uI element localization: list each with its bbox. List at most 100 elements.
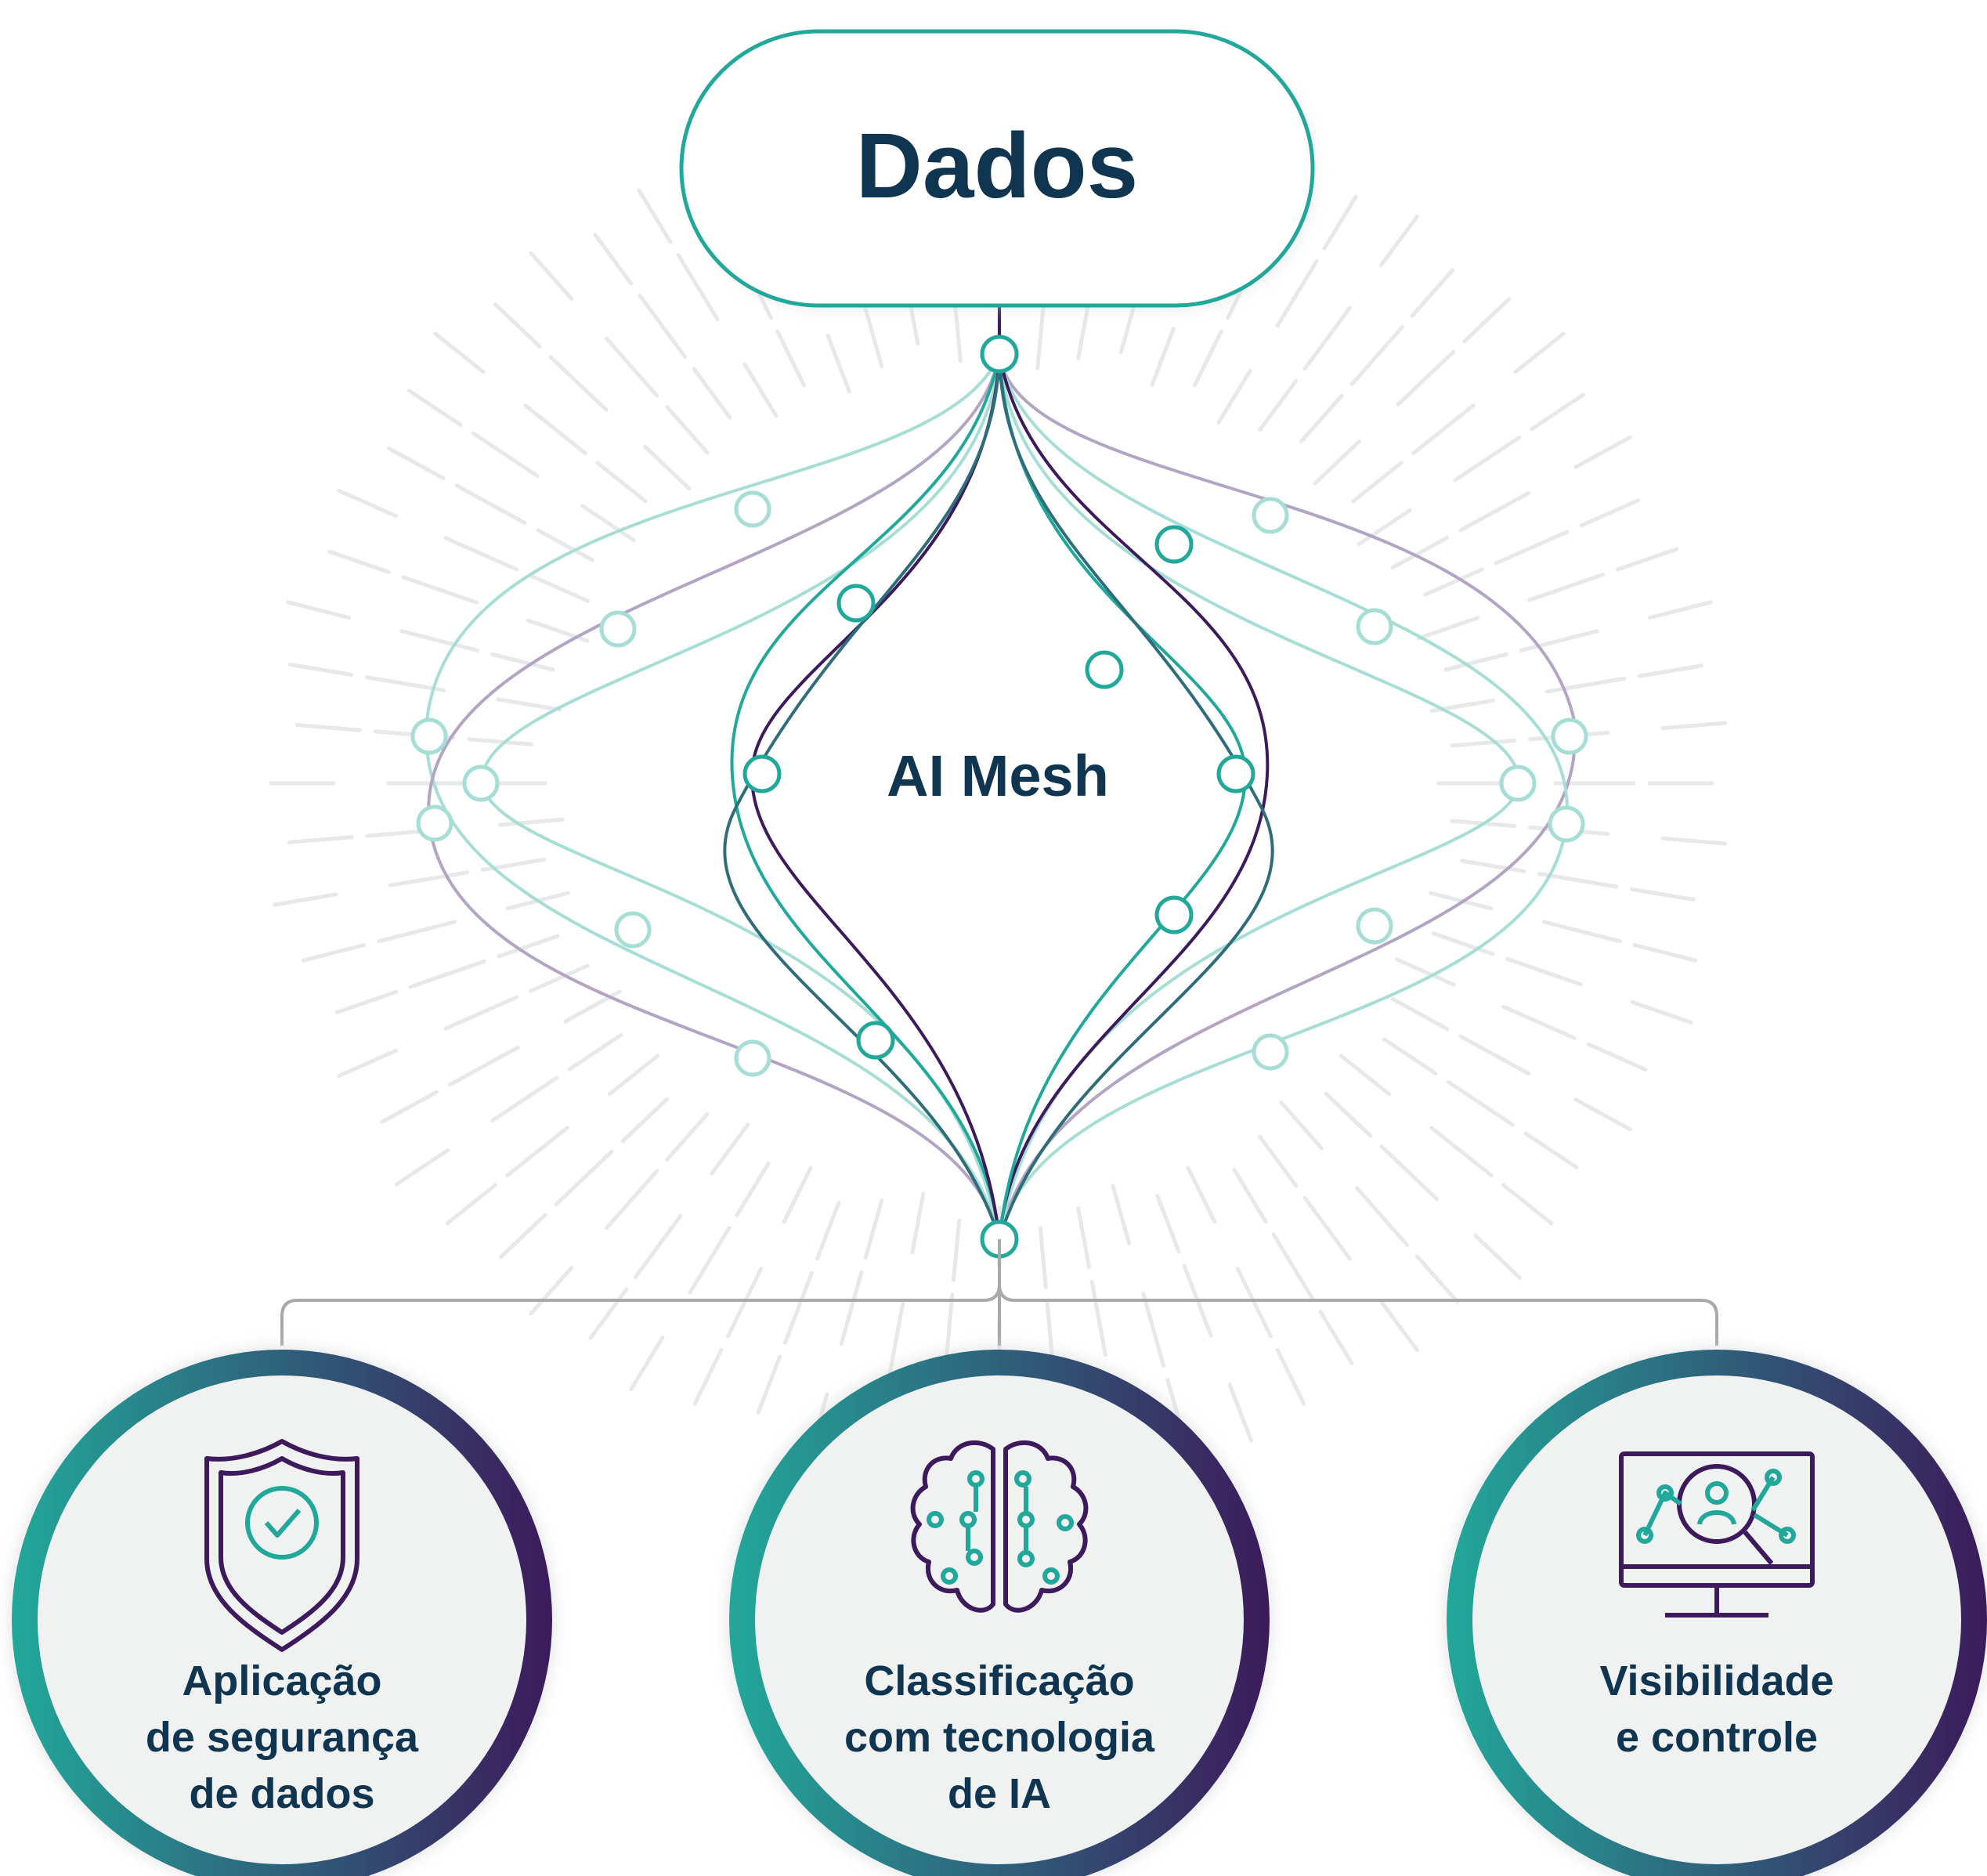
background-ray	[620, 1097, 670, 1144]
background-ray	[496, 697, 562, 712]
background-ray	[1322, 194, 1358, 251]
background-ray	[1411, 403, 1476, 456]
mesh-strand	[730, 353, 1001, 1240]
background-ray	[826, 334, 851, 394]
background-ray	[1429, 891, 1494, 911]
background-ray	[782, 1166, 813, 1224]
background-ray	[1494, 530, 1570, 566]
background-ray	[529, 573, 590, 603]
background-ray	[1453, 436, 1521, 483]
background-ray	[1038, 1226, 1048, 1289]
connector-left	[280, 1284, 1001, 1346]
background-ray	[523, 403, 587, 456]
card-label-line: e controle	[1616, 1714, 1818, 1761]
background-ray	[1390, 997, 1450, 1031]
background-ray	[337, 489, 399, 519]
background-ray	[756, 1354, 782, 1415]
background-ray	[454, 483, 527, 525]
background-ray	[443, 536, 519, 572]
dados-pill	[679, 29, 1315, 308]
mesh-node	[1252, 1033, 1289, 1071]
background-ray	[910, 1191, 926, 1255]
background-ray	[1089, 1279, 1107, 1357]
background-ray	[1279, 1101, 1324, 1151]
background-ray	[1357, 508, 1412, 547]
background-ray	[782, 1271, 815, 1345]
background-ray	[529, 963, 590, 993]
mesh-node	[1551, 718, 1588, 755]
background-ray	[887, 1301, 905, 1379]
background-ray	[287, 662, 354, 677]
background-ray	[401, 575, 479, 605]
background-ray	[710, 1122, 750, 1176]
mesh-node	[1154, 525, 1194, 564]
background-ray	[337, 1048, 399, 1078]
background-ray	[605, 1169, 659, 1231]
background-ray	[529, 1266, 574, 1316]
background-ray	[742, 362, 779, 418]
background-ray	[735, 1161, 771, 1217]
background-ray	[1216, 369, 1252, 425]
card-security: Aplicação de segurança de dados	[9, 1347, 555, 1876]
mesh-node	[1216, 754, 1255, 793]
background-ray	[1542, 920, 1622, 944]
background-ray	[505, 1126, 569, 1178]
background-ray	[490, 652, 555, 672]
background-ray	[1530, 392, 1585, 432]
shield-check-icon	[204, 1439, 359, 1652]
mesh-strand	[998, 353, 1274, 1240]
background-ray	[406, 389, 463, 427]
background-ray	[692, 367, 732, 420]
background-ray	[377, 920, 457, 944]
background-ray	[1258, 378, 1299, 432]
background-ray	[1446, 1079, 1515, 1127]
mesh-node	[599, 610, 637, 648]
background-ray	[1410, 268, 1454, 318]
mesh-node	[1154, 895, 1194, 934]
background-ray	[493, 302, 542, 349]
background-ray	[688, 1226, 732, 1295]
card-visibility: Visibilidade e controle	[1444, 1347, 1987, 1876]
background-ray	[1379, 1299, 1419, 1353]
background-ray	[1637, 663, 1703, 678]
background-ray	[448, 1045, 520, 1087]
background-ray	[1513, 331, 1566, 374]
background-ray	[1462, 297, 1511, 344]
dados-node: Dados	[679, 29, 1315, 309]
background-ray	[1076, 298, 1092, 360]
background-ray	[593, 233, 634, 286]
background-ray	[952, 1218, 962, 1282]
background-ray	[1473, 1234, 1523, 1280]
mesh-node	[1356, 608, 1393, 645]
background-ray	[380, 1090, 439, 1124]
background-ray	[629, 1336, 665, 1391]
background-ray	[1379, 1144, 1440, 1202]
background-ray	[676, 252, 720, 322]
background-ray	[1076, 1206, 1092, 1269]
background-ray	[287, 835, 354, 844]
mesh-node	[836, 584, 876, 623]
background-ray	[1351, 461, 1404, 504]
background-ray	[467, 737, 533, 746]
background-ray	[1379, 214, 1419, 267]
mesh-node	[614, 911, 652, 949]
background-ray	[775, 329, 807, 388]
background-ray	[387, 446, 446, 480]
mesh-nodes	[410, 334, 1588, 1259]
background-ray	[1519, 629, 1599, 652]
card-label-line: de IA	[948, 1770, 1051, 1817]
background-ray	[1111, 1184, 1132, 1245]
background-ray	[408, 959, 486, 989]
background-ray	[1505, 956, 1583, 987]
background-ray	[399, 629, 479, 652]
background-ray	[1313, 439, 1362, 486]
background-ray	[1192, 329, 1223, 388]
ai-mesh-label: AI Mesh	[887, 743, 1109, 808]
card-label-line: com tecnologia	[844, 1714, 1155, 1761]
background-ray	[1395, 957, 1456, 987]
background-ray	[815, 1201, 841, 1261]
background-ray	[1349, 325, 1404, 387]
background-ray	[497, 817, 565, 827]
monitor-search-icon	[1619, 1451, 1815, 1618]
background-ray	[1443, 652, 1508, 672]
